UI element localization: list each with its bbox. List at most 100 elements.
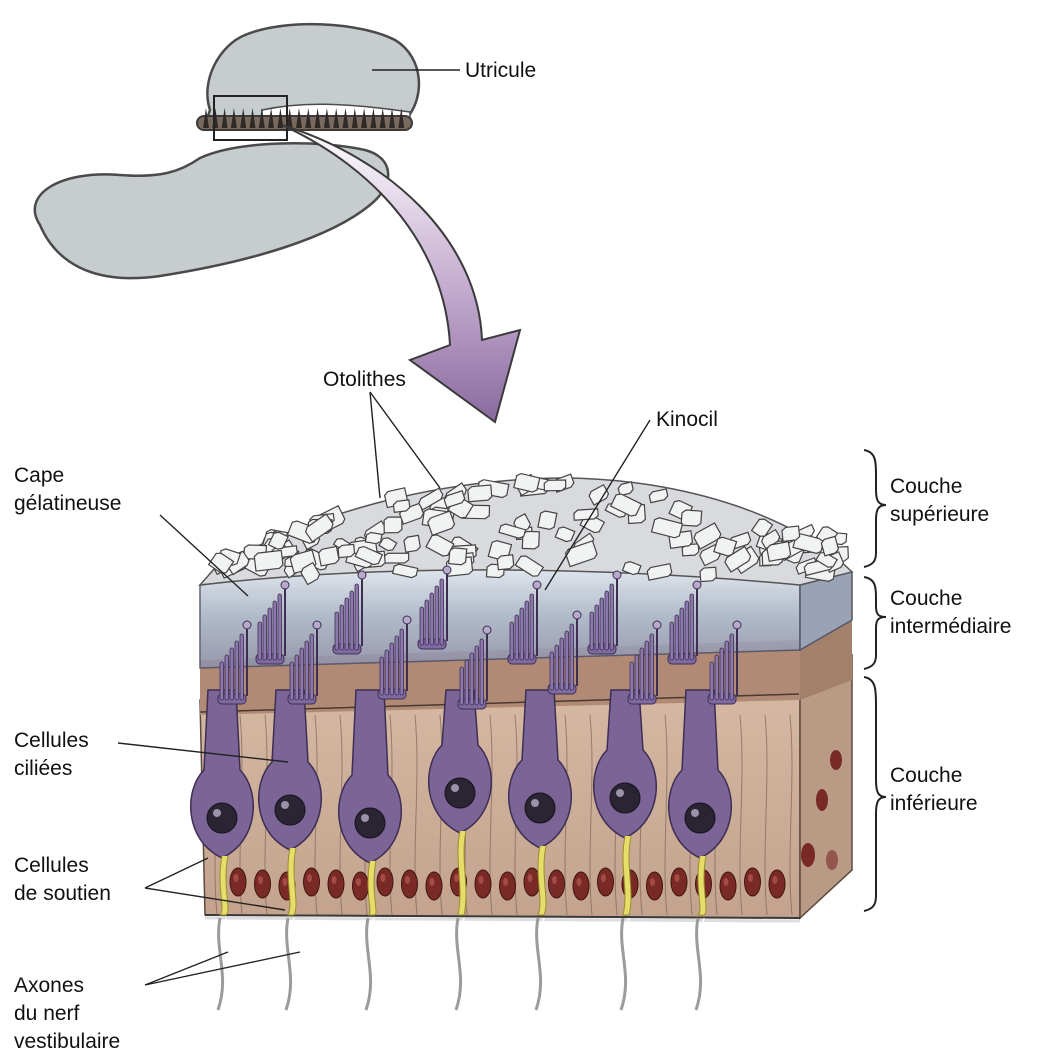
stereocilium [480, 639, 484, 705]
support-nucleus-highlight [479, 876, 484, 884]
stereocilium [240, 634, 244, 700]
axon-highlight [372, 918, 377, 1010]
otolith-crystal [338, 544, 355, 557]
label-otolithes: Otolithes [323, 366, 406, 394]
support-nucleus-highlight [405, 876, 410, 884]
support-nucleus-highlight [773, 876, 778, 884]
stereocilium [510, 622, 514, 660]
kinocilium-tip [313, 621, 321, 629]
otolith-crystal [384, 553, 409, 563]
support-nucleus [328, 870, 344, 898]
stereocilium [730, 634, 734, 700]
support-nucleus-highlight [724, 878, 729, 886]
kinocilium-tip [613, 571, 621, 579]
stereocilium [645, 641, 649, 700]
stereocilium [290, 662, 294, 700]
kinocilium-tip [483, 626, 491, 634]
nerve-ending [458, 831, 466, 915]
saccule-shape [35, 143, 388, 278]
axon [456, 918, 461, 1010]
stereocilium [258, 622, 262, 660]
hair-cell-nucleus [207, 803, 237, 833]
stereocilium [335, 612, 339, 650]
stereocilium [235, 641, 239, 700]
support-nucleus [402, 870, 418, 898]
support-nucleus [549, 870, 565, 898]
stereocilium [720, 648, 724, 700]
stereocilium [525, 601, 529, 660]
stereocilium [460, 667, 464, 705]
stereocilium [680, 608, 684, 660]
otolith-crystal [468, 485, 492, 502]
stereocilium [350, 591, 354, 650]
nucleus-highlight [213, 809, 221, 817]
support-nucleus [573, 872, 589, 900]
label-axones: Axones du nerf vestibulaire [14, 972, 120, 1056]
stereocilium [345, 598, 349, 650]
stereocilium [600, 598, 604, 650]
stereocilium [225, 655, 229, 700]
support-nucleus-highlight [675, 874, 680, 882]
kinocilium-tip [693, 581, 701, 589]
support-nucleus-highlight [601, 874, 606, 882]
otolith-crystal [449, 548, 467, 566]
kinocilium-tip [443, 566, 451, 574]
nucleus-highlight [616, 789, 624, 797]
nucleus-highlight [531, 799, 539, 807]
stereocilium [640, 648, 644, 700]
stereocilium [475, 646, 479, 705]
stereocilium [380, 657, 384, 695]
stereocilium [635, 655, 639, 700]
axon [286, 918, 291, 1010]
otolith-crystal [254, 550, 283, 571]
kinocilium-tip [653, 621, 661, 629]
stereocilium [278, 594, 282, 660]
support-nucleus-highlight [748, 874, 753, 882]
otolith-crystal [384, 517, 402, 533]
label-cellules-soutien: Cellules de soutien [14, 852, 111, 908]
stereocilium [610, 584, 614, 650]
stereocilium [675, 615, 679, 660]
stereocilium [273, 601, 277, 660]
nucleus-highlight [691, 809, 699, 817]
nucleus-highlight [281, 801, 289, 809]
stereocilium [550, 652, 554, 690]
stereocilium [440, 579, 444, 645]
stereocilium [435, 586, 439, 645]
support-nucleus [647, 872, 663, 900]
support-nucleus [598, 868, 614, 896]
support-nucleus [475, 870, 491, 898]
kinocilium-tip [358, 571, 366, 579]
support-nucleus [377, 868, 393, 896]
support-nucleus-highlight [283, 878, 288, 886]
hair-cell-nucleus [525, 793, 555, 823]
otolith-crystal [700, 567, 717, 581]
axon-highlight [542, 918, 547, 1010]
stereocilium [605, 591, 609, 650]
otolith-crystal [766, 542, 791, 562]
label-cellules-ciliees: Cellules ciliées [14, 727, 89, 783]
support-nucleus [720, 872, 736, 900]
otolith-crystal [681, 510, 702, 527]
stereocilium [565, 631, 569, 690]
stereocilium [570, 624, 574, 690]
hair-cell-nucleus [445, 778, 475, 808]
stereocilium [725, 641, 729, 700]
utricle-shape [205, 24, 419, 125]
stereocilium [715, 655, 719, 700]
stereocilium [355, 584, 359, 650]
kinocilium-tip [243, 621, 251, 629]
layer-braces [864, 450, 886, 911]
support-nucleus [745, 868, 761, 896]
label-cape-gelatineuse: Cape gélatineuse [14, 462, 121, 518]
stereocilium [305, 641, 309, 700]
stereocilium [520, 608, 524, 660]
hair-cell-nucleus [685, 803, 715, 833]
support-nucleus [304, 868, 320, 896]
support-nucleus [426, 872, 442, 900]
hair-cell-nucleus [355, 808, 385, 838]
support-nucleus [524, 868, 540, 896]
kinocilium-tip [403, 616, 411, 624]
stereocilium [310, 634, 314, 700]
support-nucleus-highlight [650, 878, 655, 886]
